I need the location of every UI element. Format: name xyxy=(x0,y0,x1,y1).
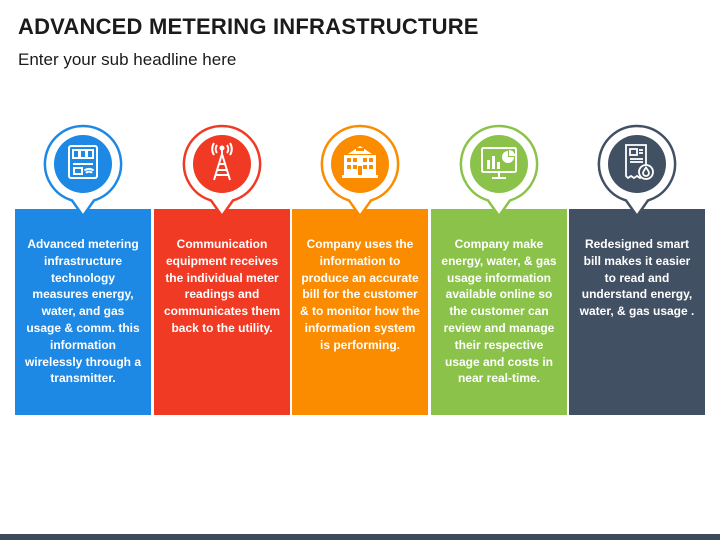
step-text: Advanced metering infrastructure technol… xyxy=(24,237,142,386)
step-pin-1 xyxy=(43,124,123,224)
step-pin-5 xyxy=(597,124,677,224)
step-text: Company make energy, water, & gas usage … xyxy=(441,237,557,386)
page-title: ADVANCED METERING INFRASTRUCTURE xyxy=(18,14,479,39)
step-card-2: Communication equipment receives the ind… xyxy=(154,209,290,415)
step-pin-3 xyxy=(320,124,400,224)
online-dashboard-icon xyxy=(477,140,521,184)
smart-bill-icon xyxy=(615,140,659,184)
page-subtitle: Enter your sub headline here xyxy=(18,50,237,69)
step-pin-4 xyxy=(459,124,539,224)
utility-building-icon xyxy=(338,140,382,184)
step-card-5: Redesigned smart bill makes it easier to… xyxy=(569,209,705,415)
smart-meter-icon xyxy=(61,140,105,184)
step-card-1: Advanced metering infrastructure technol… xyxy=(15,209,151,415)
footer-bar xyxy=(0,534,720,540)
step-text: Redesigned smart bill makes it easier to… xyxy=(579,237,695,319)
step-text: Company uses the information to produce … xyxy=(300,237,420,352)
step-card-3: Company uses the information to produce … xyxy=(292,209,428,415)
step-text: Communication equipment receives the ind… xyxy=(163,237,281,335)
step-card-4: Company make energy, water, & gas usage … xyxy=(431,209,567,415)
step-pin-2 xyxy=(182,124,262,224)
transmission-tower-icon xyxy=(200,140,244,184)
